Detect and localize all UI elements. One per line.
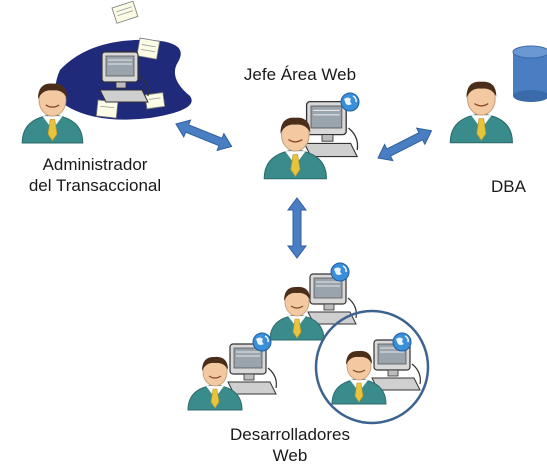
highlight-circle — [314, 309, 430, 425]
admin-label: Administrador del Transaccional — [0, 154, 190, 196]
globe-icon — [340, 92, 360, 112]
admin-label-line1: Administrador — [42, 155, 148, 174]
admin-label-line2: del Transaccional — [28, 176, 162, 195]
document-icon — [95, 99, 119, 119]
database-icon — [512, 45, 547, 102]
devs-label: Desarrolladores Web — [200, 424, 380, 466]
devs-label-line1: Desarrolladores — [230, 425, 350, 444]
globe-icon — [392, 332, 412, 352]
globe-icon — [252, 332, 272, 352]
document-icon — [111, 0, 139, 24]
dba-label: DBA — [470, 176, 547, 197]
devs-label-line2: Web — [272, 446, 308, 465]
jefe-label: Jefe Área Web — [220, 64, 380, 85]
jefe-label-text: Jefe Área Web — [243, 65, 357, 84]
dev-node-left — [187, 332, 277, 411]
person-icon — [449, 80, 514, 144]
dev-node-top — [269, 262, 357, 341]
computer-icon — [227, 343, 277, 395]
double-arrow-icon — [172, 115, 236, 156]
globe-icon — [330, 262, 350, 282]
dev-node-right — [314, 309, 430, 425]
document-icon — [136, 37, 161, 60]
jefe-node — [263, 92, 360, 180]
dba-label-text: DBA — [491, 177, 526, 196]
double-arrow-icon — [287, 197, 307, 259]
admin-node — [21, 0, 192, 144]
double-arrow-icon — [373, 122, 437, 167]
dba-node — [449, 45, 547, 144]
